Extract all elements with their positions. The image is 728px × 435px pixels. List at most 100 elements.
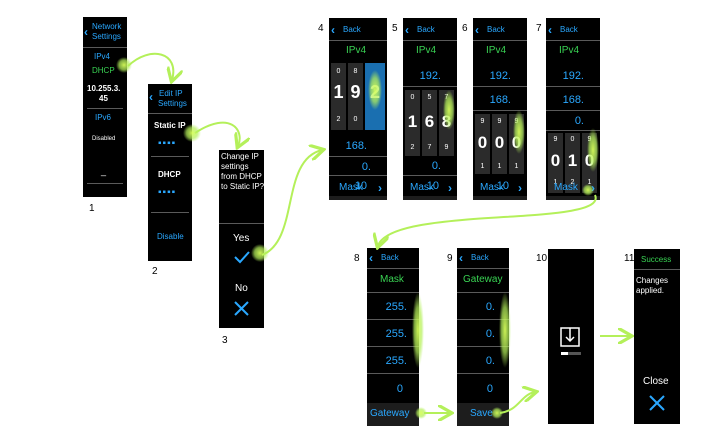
ip-address-line-2: 45 xyxy=(99,94,108,103)
message-line-2: applied. xyxy=(636,286,665,295)
close-label: Close xyxy=(643,376,669,387)
step-label-8: 8 xyxy=(354,253,360,264)
close-icon[interactable] xyxy=(234,301,249,316)
dhcp-option[interactable]: DHCP xyxy=(158,170,181,179)
ipv6-label[interactable]: IPv6 xyxy=(95,113,112,122)
wheel-digit: 1 xyxy=(497,163,502,170)
ip-address-line-1: 10.255.3. xyxy=(87,84,121,93)
wheel-digit[interactable]: 2 xyxy=(369,82,380,102)
wheel-digit[interactable]: 0 xyxy=(477,133,488,152)
screen-ipv4-octet-2: ‹ Back IPv4 192. 0 1 2 5 6 7 7 8 9 0. 10 xyxy=(403,18,457,200)
ipv4-label[interactable]: IPv4 xyxy=(94,52,111,61)
back-button[interactable]: Back xyxy=(487,25,505,34)
mask-next-button[interactable]: Mask xyxy=(480,182,504,193)
wheel-digit: 9 xyxy=(587,136,592,143)
wheel-digit: 0 xyxy=(410,94,415,101)
chevron-left-icon[interactable]: ‹ xyxy=(369,251,373,265)
ip-octet-4: 10 xyxy=(354,180,367,192)
wheel-digit[interactable]: 0 xyxy=(550,151,561,170)
close-icon[interactable] xyxy=(649,395,665,411)
wheel-digit: 2 xyxy=(336,116,341,123)
wheel-digit: 7 xyxy=(427,144,432,151)
ip-octet-4: 10 xyxy=(426,180,439,192)
chevron-left-icon[interactable]: ‹ xyxy=(548,23,552,37)
question-line-1: Change IP xyxy=(221,152,259,161)
check-icon[interactable] xyxy=(233,250,251,264)
back-button[interactable]: Back xyxy=(417,25,435,34)
mask-octet-2: 255. xyxy=(385,328,407,340)
step-label-1: 1 xyxy=(89,203,95,214)
wheel-digit[interactable]: 1 xyxy=(567,151,578,170)
wheel-digit: 8 xyxy=(353,68,358,75)
wheel-digit: 2 xyxy=(410,144,415,151)
back-button[interactable]: Back xyxy=(471,253,489,262)
dash: _ xyxy=(101,166,107,176)
back-button[interactable]: Back xyxy=(343,25,361,34)
message-line-1: Changes xyxy=(636,276,669,285)
chevron-left-icon[interactable]: ‹ xyxy=(331,23,335,37)
wheel-digit[interactable]: 1 xyxy=(333,82,344,102)
disable-option[interactable]: Disable xyxy=(157,232,184,241)
field-header: IPv4 xyxy=(486,45,507,56)
mask-next-button[interactable]: Mask xyxy=(554,182,578,193)
step-label-7: 7 xyxy=(536,23,542,34)
field-header: Mask xyxy=(380,274,404,285)
wheel-digit: 9 xyxy=(480,118,485,125)
wheel-digit[interactable]: 0 xyxy=(584,151,595,170)
mask-next-button[interactable]: Mask xyxy=(339,182,363,193)
chevron-left-icon[interactable]: ‹ xyxy=(475,23,479,37)
back-button[interactable]: Back xyxy=(560,25,578,34)
mask-octet-1: 255. xyxy=(385,301,407,313)
wheel-digit[interactable]: 8 xyxy=(441,112,452,131)
ip-octet-4: 10 xyxy=(496,180,509,192)
flow-arrow-2-3 xyxy=(194,121,240,146)
chevron-left-icon[interactable]: ‹ xyxy=(149,90,153,104)
wheel-digit: 7 xyxy=(444,94,449,101)
screen-network-settings: ‹ Network Settings IPv4 DHCP 10.255.3. 4… xyxy=(83,17,127,197)
wheel-digit: 0 xyxy=(353,116,358,123)
wheel-digit[interactable]: 1 xyxy=(407,112,418,131)
step-label-5: 5 xyxy=(392,23,398,34)
screen-ipv4-octet-1: ‹ Back IPv4 0 1 2 8 9 0 2 168. 0. 10 xyxy=(329,18,387,200)
no-label: No xyxy=(235,283,248,294)
static-ip-option[interactable]: Static IP xyxy=(154,121,186,130)
ipv6-state: Disabled xyxy=(92,136,116,142)
flow-arrow-1-2 xyxy=(127,52,173,80)
chevron-right-icon[interactable]: › xyxy=(518,181,522,195)
flow-arrow-3-4 xyxy=(261,150,322,256)
screen-mask: ‹ Back Mask 255. 255. 255. 0 xyxy=(367,248,419,426)
wheel-digit: 9 xyxy=(444,144,449,151)
chevron-right-icon[interactable]: › xyxy=(591,181,595,195)
wheel-digit: 9 xyxy=(497,118,502,125)
wheel-digit: 5 xyxy=(427,94,432,101)
ip-octet-3: 0. xyxy=(431,160,441,172)
wheel-digit: 1 xyxy=(514,163,519,170)
wheel-digit[interactable]: 0 xyxy=(494,133,505,152)
wheel-digit[interactable]: 0 xyxy=(511,133,522,152)
dhcp-value: ▪▪▪▪ xyxy=(158,187,177,198)
wheel-digit[interactable]: 6 xyxy=(424,112,435,131)
screen-success: Success Changes applied. Close xyxy=(634,249,680,424)
chevron-right-icon[interactable]: › xyxy=(378,181,382,195)
chevron-left-icon[interactable]: ‹ xyxy=(84,25,88,39)
chevron-left-icon[interactable]: ‹ xyxy=(459,251,463,265)
ip-octet-1: 192. xyxy=(489,70,511,82)
ip-octet-2: 168. xyxy=(489,94,511,106)
title-line-2: Settings xyxy=(92,32,121,41)
save-button[interactable]: Save xyxy=(470,408,493,419)
ipv4-mode: DHCP xyxy=(92,66,115,75)
screen-ipv4-octet-3: ‹ Back IPv4 192. 168. 9 0 1 9 0 1 9 0 1 … xyxy=(473,18,527,200)
mask-next-button[interactable]: Mask xyxy=(410,182,434,193)
title-line-1: Network xyxy=(92,22,122,31)
chevron-right-icon[interactable]: › xyxy=(448,181,452,195)
wheel-digit: 0 xyxy=(336,68,341,75)
wheel-digit[interactable]: 9 xyxy=(350,82,361,102)
gateway-octet-2: 0. xyxy=(485,328,495,340)
gateway-octet-3: 0. xyxy=(485,355,495,367)
gateway-next-button[interactable]: Gateway xyxy=(370,408,410,419)
chevron-left-icon[interactable]: ‹ xyxy=(405,23,409,37)
step-label-4: 4 xyxy=(318,23,324,34)
screen-edit-ip-settings: ‹ Edit IP Settings Static IP ▪▪▪▪ DHCP ▪… xyxy=(148,84,192,261)
wheel-digit: 9 xyxy=(553,136,558,143)
back-button[interactable]: Back xyxy=(381,253,399,262)
